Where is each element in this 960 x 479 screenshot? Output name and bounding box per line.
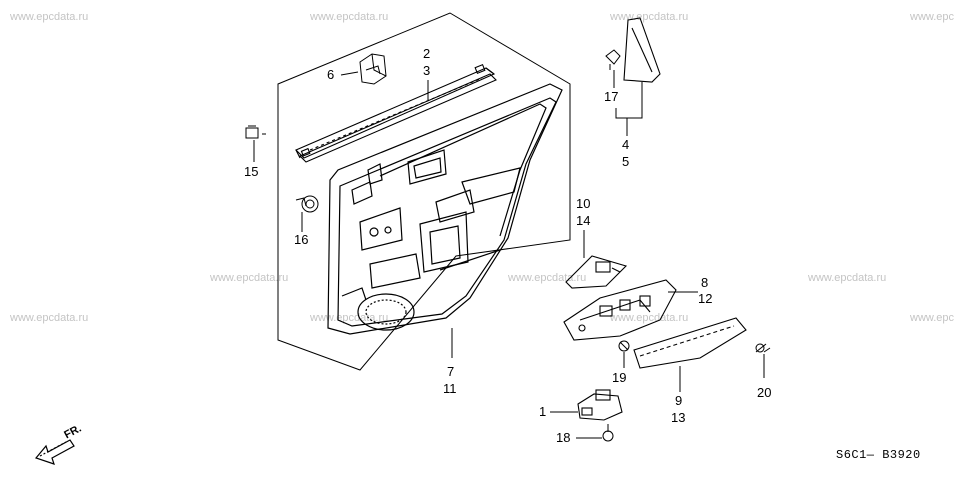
handle-bracket-part [359, 53, 387, 85]
part-label: 18 [556, 430, 571, 445]
part-label: 16 [294, 232, 309, 247]
part-label: 10 [576, 196, 591, 211]
armrest-bracket-part [563, 279, 677, 341]
screw-part [755, 343, 771, 353]
weatherstrip-part [295, 64, 497, 163]
part-label: 11 [443, 381, 457, 396]
diagram-code: S6C1— B3920 [836, 448, 921, 462]
part-label: 13 [671, 410, 686, 425]
part-label: 19 [612, 370, 627, 385]
part-label: 6 [327, 67, 335, 82]
part-label: 12 [698, 291, 713, 306]
part-label: 8 [701, 275, 709, 290]
watermark: www.epcdata.ru [310, 312, 389, 324]
watermark: www.epcdata.ru [10, 11, 89, 23]
door-panel-part [327, 83, 563, 335]
part-label: 3 [423, 63, 431, 78]
clip-part [295, 195, 319, 213]
watermark: www.epcdata.ru [310, 11, 389, 23]
clip-part [245, 125, 266, 139]
watermark: www.epcdata.ru [808, 272, 887, 284]
part-label: 17 [604, 89, 619, 104]
watermark: www.epcdata.ru [210, 272, 289, 284]
part-label: 4 [622, 137, 630, 152]
part-label: 5 [622, 154, 630, 169]
part-label: 2 [423, 46, 431, 61]
clip-part [605, 49, 621, 70]
armrest-pad-part [633, 317, 747, 369]
part-label: 15 [244, 164, 259, 179]
screw-part [618, 340, 630, 352]
part-label: 14 [576, 213, 591, 228]
garnish-part [623, 17, 661, 83]
watermark: www.epc [910, 11, 955, 23]
assembly-frame [277, 12, 571, 371]
watermark: www.epcdata.ru [10, 312, 89, 324]
switch-part [577, 389, 623, 421]
switch-panel-part [565, 255, 628, 289]
direction-arrow-icon [34, 439, 75, 465]
watermark: www.epcdata.ru [610, 312, 689, 324]
screw-part [602, 424, 614, 442]
part-label: 20 [757, 385, 772, 400]
watermark: www.epc [910, 312, 955, 324]
part-label: 7 [447, 364, 455, 379]
part-label: 9 [675, 393, 683, 408]
part-label: 1 [539, 404, 547, 419]
